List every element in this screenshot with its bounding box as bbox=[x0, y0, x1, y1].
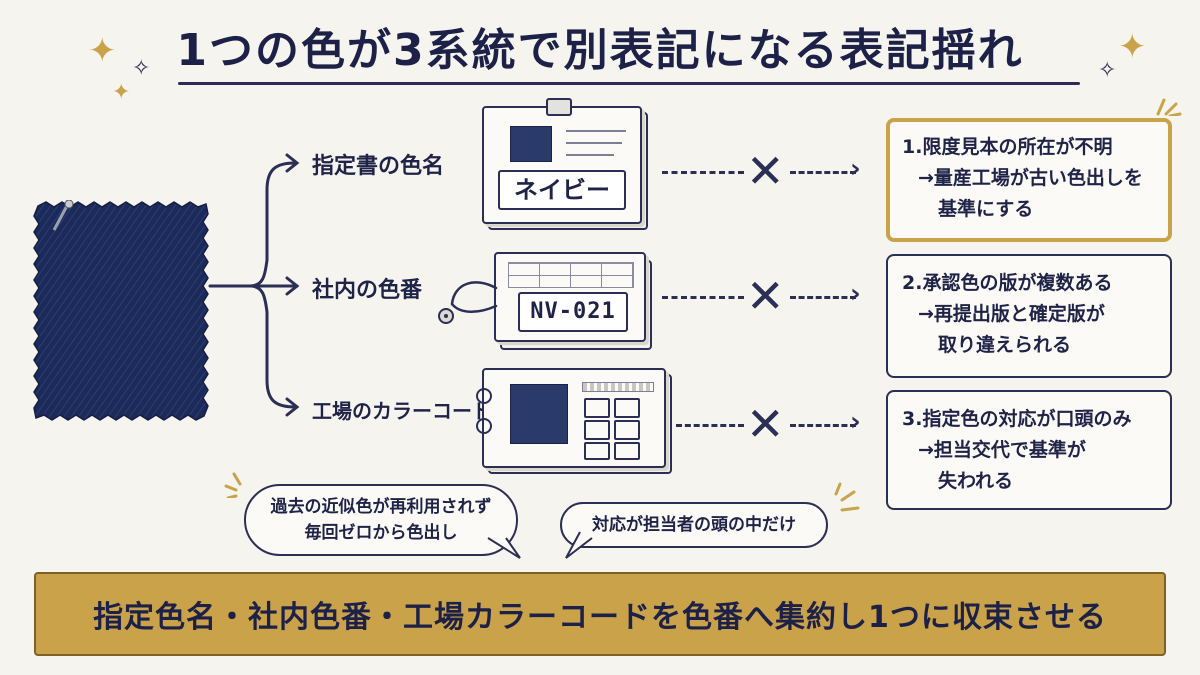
swatch-book-card bbox=[482, 368, 666, 468]
summary-banner: 指定色名・社内色番・工場カラーコードを色番へ集約し1つに収束させる bbox=[34, 572, 1166, 656]
issue-box-3: 3.指定色の対応が口頭のみ →担当交代で基準が 失われる bbox=[886, 390, 1172, 510]
issue-consequence-cont: 取り違えられる bbox=[938, 333, 1072, 356]
issue-consequence-cont: 失われる bbox=[938, 469, 1014, 492]
branch-connector bbox=[208, 153, 300, 417]
clip-icon bbox=[546, 98, 572, 116]
text-line bbox=[566, 154, 614, 156]
key-tag-icon bbox=[438, 281, 498, 324]
sparkle-icon: ✦ bbox=[1118, 27, 1147, 67]
dashed-link bbox=[676, 424, 744, 427]
highlight-burst-icon bbox=[1152, 92, 1182, 118]
dashed-link bbox=[790, 424, 856, 427]
color-cell-icon bbox=[614, 442, 640, 460]
color-strip-icon bbox=[582, 382, 654, 392]
emphasis-lines-icon bbox=[224, 472, 252, 502]
fabric-swatch-icon bbox=[33, 200, 209, 421]
arrow-right-icon: › bbox=[850, 407, 861, 437]
text-line bbox=[566, 142, 622, 144]
bubble-text: 対応が担当者の頭の中だけ bbox=[592, 515, 796, 535]
color-number-tag: NV-021 bbox=[518, 292, 628, 332]
issue-title: 2.承認色の版が複数ある bbox=[902, 272, 1113, 294]
color-number-card: NV-021 bbox=[494, 252, 646, 342]
issue-box-2: 2.承認色の版が複数ある →再提出版と確定版が 取り違えられる bbox=[886, 254, 1172, 378]
color-cell-icon bbox=[584, 442, 610, 460]
cross-icon: ✕ bbox=[746, 144, 785, 198]
issue-consequence: →量産工場が古い色出しを bbox=[918, 166, 1143, 189]
branch-label-factory-color-code: 工場のカラーコード bbox=[312, 399, 492, 423]
spec-sheet-card: ネイビー bbox=[482, 106, 642, 224]
emphasis-lines-icon bbox=[832, 482, 862, 518]
issue-box-1: 1.限度見本の所在が不明 →量産工場が古い色出しを 基準にする bbox=[886, 118, 1172, 242]
branch-label-spec-color-name: 指定書の色名 bbox=[312, 154, 445, 179]
issue-consequence: →再提出版と確定版が bbox=[918, 302, 1105, 325]
dashed-link bbox=[662, 296, 744, 299]
dashed-link bbox=[790, 296, 856, 299]
color-cell-icon bbox=[584, 398, 610, 418]
dashed-link bbox=[790, 171, 856, 174]
arrow-right-icon: › bbox=[850, 279, 861, 309]
color-cell-icon bbox=[614, 398, 640, 418]
sparkle-icon: ✧ bbox=[132, 56, 151, 81]
speech-bubble-reuse: 過去の近似色が再利用されず 毎回ゼロから色出し bbox=[244, 484, 518, 556]
dashed-link bbox=[662, 171, 744, 174]
bubble-text: 過去の近似色が再利用されず bbox=[270, 497, 492, 517]
sparkle-icon: ✦ bbox=[112, 80, 131, 105]
bubble-tail bbox=[487, 537, 521, 559]
color-cell-icon bbox=[584, 420, 610, 440]
summary-text: 指定色名・社内色番・工場カラーコードを色番へ集約し1つに収束させる bbox=[93, 600, 1107, 635]
bubble-text: 毎回ゼロから色出し bbox=[304, 523, 458, 544]
issue-consequence: →担当交代で基準が bbox=[918, 438, 1086, 461]
color-cell-icon bbox=[614, 420, 640, 440]
sparkle-icon: ✧ bbox=[1098, 58, 1117, 83]
ring-binder-icon bbox=[476, 418, 492, 434]
text-line bbox=[566, 130, 626, 132]
title-underline bbox=[178, 82, 1080, 85]
ring-binder-icon bbox=[476, 388, 492, 404]
arrow-right-icon: › bbox=[850, 154, 861, 184]
issue-title: 3.指定色の対応が口頭のみ bbox=[902, 408, 1132, 430]
color-swatch-icon bbox=[510, 126, 552, 162]
issue-consequence-cont: 基準にする bbox=[938, 197, 1034, 220]
cross-icon: ✕ bbox=[746, 269, 785, 323]
speech-bubble-knowledge: 対応が担当者の頭の中だけ bbox=[560, 502, 828, 548]
sparkle-icon: ✦ bbox=[88, 31, 117, 71]
color-name-tag: ネイビー bbox=[498, 170, 626, 210]
bubble-tail bbox=[565, 531, 593, 559]
cross-icon: ✕ bbox=[746, 397, 785, 451]
issue-title: 1.限度見本の所在が不明 bbox=[902, 136, 1113, 158]
page-title: 1つの色が3系統で別表記になる表記揺れ bbox=[176, 25, 1024, 76]
color-swatch-icon bbox=[510, 384, 568, 444]
branch-label-internal-color-number: 社内の色番 bbox=[312, 278, 423, 303]
grid-table-icon bbox=[508, 262, 634, 288]
